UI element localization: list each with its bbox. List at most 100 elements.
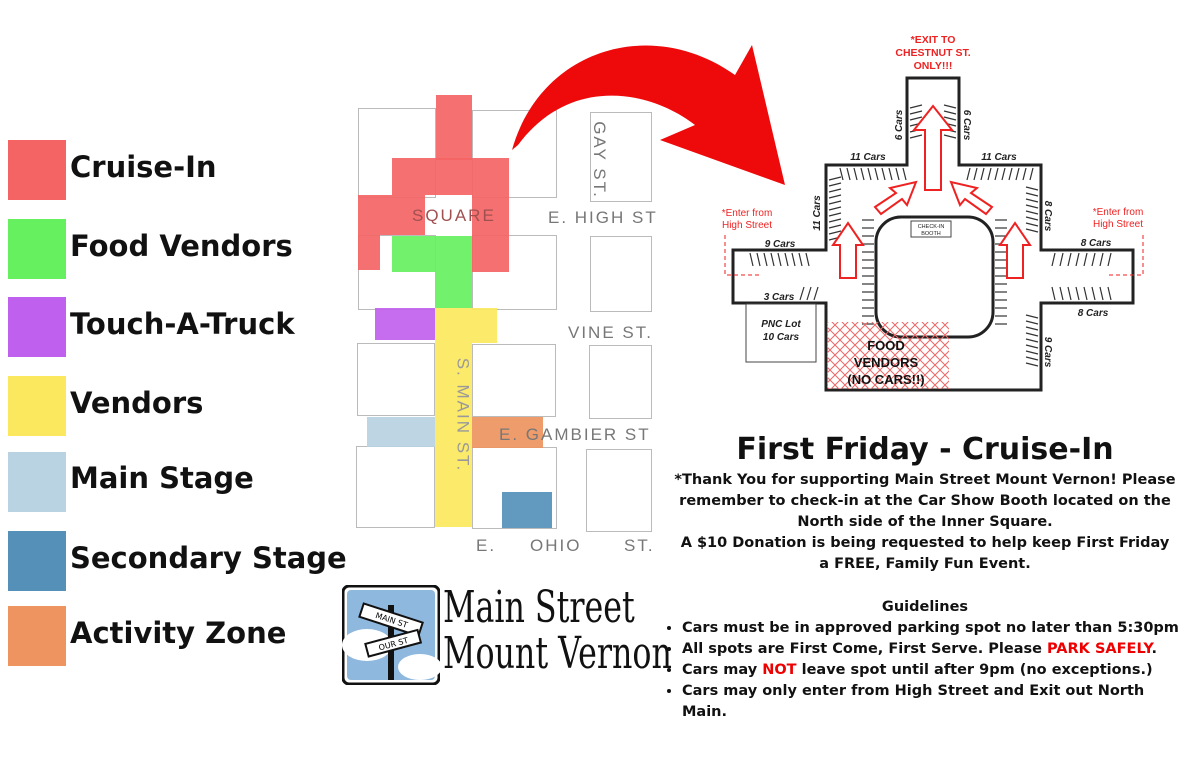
parking-stall bbox=[1025, 216, 1039, 221]
parking-stall bbox=[1025, 344, 1039, 349]
parking-stall bbox=[846, 167, 851, 181]
parking-stall bbox=[1001, 167, 1006, 181]
parking-stall bbox=[777, 252, 782, 267]
cruise-in-zone bbox=[358, 195, 425, 235]
parking-stall bbox=[791, 252, 796, 267]
check-in-booth: CHECK-IN bbox=[918, 224, 945, 230]
legend-swatch-secondary-stage bbox=[8, 531, 66, 591]
car-count: 8 Cars bbox=[1081, 238, 1112, 249]
parking-stall bbox=[909, 134, 923, 139]
parking-stall bbox=[973, 167, 978, 181]
vendors-zone bbox=[435, 308, 497, 343]
parking-stall bbox=[987, 167, 992, 181]
guidelines-list: Cars must be in approved parking spot no… bbox=[660, 618, 1190, 723]
car-count: 9 Cars bbox=[765, 239, 796, 250]
street-label-main: S. MAIN ST. bbox=[453, 357, 473, 473]
parking-stall bbox=[1107, 252, 1112, 267]
parking-stall bbox=[828, 188, 842, 193]
arrow-up-icon bbox=[998, 221, 1032, 279]
parking-stall bbox=[867, 167, 872, 181]
legend-label: Vendors bbox=[70, 386, 204, 420]
parking-stall bbox=[1091, 252, 1096, 267]
parking-stall bbox=[943, 134, 957, 139]
city-block bbox=[357, 343, 435, 416]
parking-stall bbox=[799, 286, 805, 301]
parking-stall bbox=[980, 167, 985, 181]
cruise-in-zone bbox=[392, 158, 509, 195]
parking-stall bbox=[1015, 167, 1020, 181]
parking-stall bbox=[1025, 362, 1039, 367]
city-block bbox=[472, 344, 556, 417]
parking-stall bbox=[828, 230, 842, 235]
parking-stall bbox=[909, 104, 923, 109]
parking-stall bbox=[1059, 286, 1064, 301]
guideline-text: leave spot until after 9pm (no exception… bbox=[796, 662, 1153, 678]
parking-stall bbox=[943, 110, 957, 115]
arrow-up-icon bbox=[831, 221, 865, 279]
parking-stall bbox=[1025, 320, 1039, 325]
parking-stall bbox=[1099, 252, 1104, 267]
parking-stall bbox=[828, 194, 842, 199]
legend-swatch-main-stage bbox=[8, 452, 66, 512]
logo-line1: Main Street bbox=[443, 582, 635, 633]
pnc-lot-label: 10 Cars bbox=[763, 332, 800, 343]
parking-stall bbox=[1059, 252, 1064, 267]
cruise-in-zone bbox=[358, 235, 380, 270]
car-count: 3 Cars bbox=[764, 292, 795, 303]
legend-swatch-activity-zone bbox=[8, 606, 66, 666]
parking-stall bbox=[1067, 286, 1072, 301]
street-label-vine: VINE ST. bbox=[568, 323, 653, 342]
page-title: First Friday - Cruise-In bbox=[736, 432, 1114, 467]
car-count: 11 Cars bbox=[850, 152, 886, 163]
street-label-ohio: ST. bbox=[624, 536, 655, 555]
arrow-diag-icon bbox=[873, 180, 918, 216]
parking-stall bbox=[756, 252, 761, 267]
parking-stall bbox=[1025, 356, 1039, 361]
food-vendors-label: FOOD bbox=[867, 338, 905, 353]
city-block bbox=[356, 446, 435, 528]
parking-stall bbox=[813, 286, 819, 301]
car-count: 8 Cars bbox=[1078, 308, 1109, 319]
street-label-square: SQUARE bbox=[412, 206, 496, 225]
parking-stall bbox=[909, 116, 923, 121]
parking-stall bbox=[1025, 222, 1039, 227]
parking-stall bbox=[828, 218, 842, 223]
parking-stall bbox=[828, 200, 842, 205]
parking-stall bbox=[1083, 252, 1088, 267]
pnc-lot-label: PNC Lot bbox=[761, 319, 801, 330]
entry-arrow-right bbox=[1108, 235, 1144, 276]
parking-stall bbox=[853, 167, 858, 181]
legend-label: Touch-A-Truck bbox=[70, 307, 295, 341]
parking-stall bbox=[1029, 167, 1034, 181]
legend-swatch-touch-a-truck bbox=[8, 297, 66, 357]
city-block bbox=[590, 112, 652, 202]
exit-note: *EXIT TO bbox=[911, 34, 956, 46]
car-count: 9 Cars bbox=[1042, 337, 1053, 368]
parking-stall bbox=[994, 167, 999, 181]
food-vendors-zone bbox=[392, 236, 472, 272]
parking-stall bbox=[828, 212, 842, 217]
arrow-up-icon bbox=[911, 104, 955, 191]
logo-line2: Mount Vernon bbox=[443, 628, 672, 679]
food-vendors-area bbox=[827, 322, 949, 389]
guideline-text: All spots are First Come, First Serve. P… bbox=[682, 641, 1047, 657]
enter-note: High Street bbox=[722, 220, 772, 231]
main-stage-zone bbox=[367, 417, 435, 447]
guideline-item: Cars must be in approved parking spot no… bbox=[682, 618, 1190, 639]
parking-stall bbox=[839, 167, 844, 181]
parking-stall bbox=[1025, 338, 1039, 343]
cruise-in-zone bbox=[472, 195, 509, 272]
parking-stall bbox=[888, 167, 893, 181]
parking-stall bbox=[943, 116, 957, 121]
secondary-stage-zone bbox=[502, 492, 552, 528]
parking-stall bbox=[828, 176, 842, 181]
enter-note: High Street bbox=[1093, 219, 1143, 230]
parking-stall bbox=[806, 286, 812, 301]
guideline-item: All spots are First Come, First Serve. P… bbox=[682, 639, 1190, 660]
parking-stall bbox=[1025, 204, 1039, 209]
city-block bbox=[589, 345, 652, 419]
parking-stall bbox=[1025, 192, 1039, 197]
street-label-ohio: OHIO bbox=[530, 536, 582, 555]
street-label-ohio: E. bbox=[476, 536, 497, 555]
legend-swatch-food-vendors bbox=[8, 219, 66, 279]
